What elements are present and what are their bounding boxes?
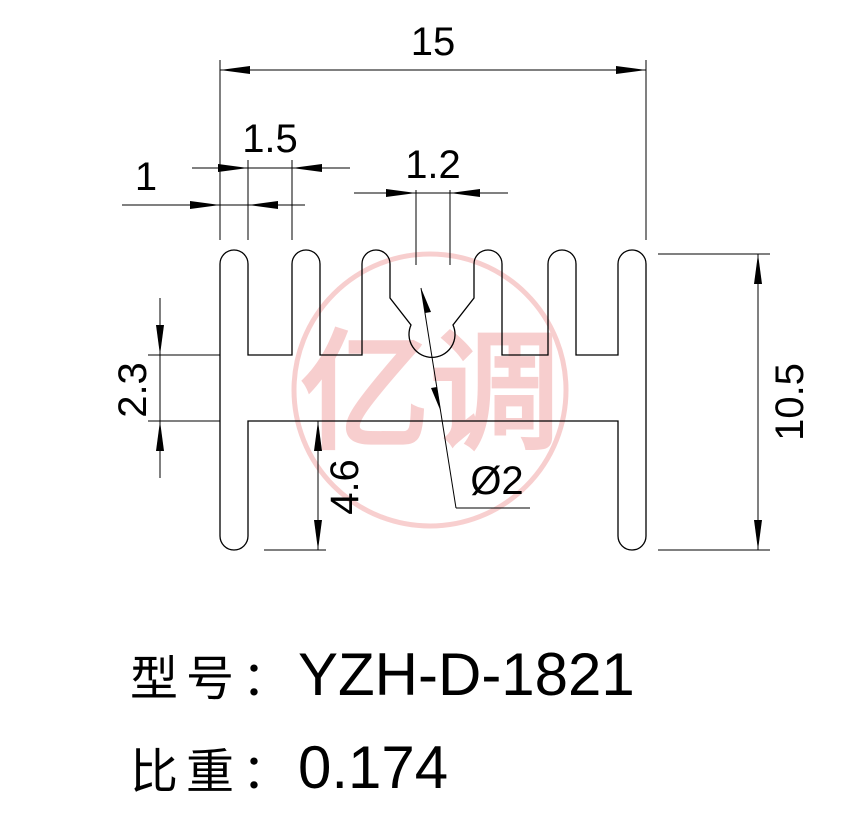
dimension-fin-pitch: 1.5 <box>192 117 350 240</box>
weight-info: 比重：0.174 <box>130 738 448 798</box>
dimension-overall-width: 15 <box>219 20 647 240</box>
dimension-hole-diameter: Ø2 <box>420 287 530 509</box>
dimension-overall-height-label: 10.5 <box>768 363 812 441</box>
dimension-overall-height: 10.5 <box>658 253 812 551</box>
dimension-lower-fin-height-label: 4.6 <box>323 459 367 515</box>
weight-label: 比重： <box>130 744 299 800</box>
watermark-text: 亿调 <box>300 317 560 469</box>
dimension-slot-width-label: 1.2 <box>405 143 461 187</box>
dimension-base-thickness-label: 2.3 <box>111 362 155 418</box>
watermark-ring <box>291 251 569 529</box>
dimension-slot-width: 1.2 <box>354 143 508 265</box>
dimension-overall-width-label: 15 <box>411 20 456 64</box>
dimension-lower-fin-height: 4.6 <box>264 421 367 551</box>
dimension-hole-diameter-label: Ø2 <box>470 459 523 503</box>
dimension-fin-pitch-label: 1.5 <box>242 117 298 161</box>
model-label: 型号： <box>130 651 299 707</box>
model-value: YZH-D-1821 <box>298 641 635 708</box>
dimension-base-thickness: 2.3 <box>111 298 220 478</box>
heatsink-outline <box>219 249 647 551</box>
dimension-fin-thickness-label: 1 <box>135 155 157 199</box>
weight-value: 0.174 <box>298 734 449 801</box>
model-info: 型号：YZH-D-1821 <box>130 645 635 705</box>
dimension-fin-thickness: 1 <box>122 155 305 209</box>
